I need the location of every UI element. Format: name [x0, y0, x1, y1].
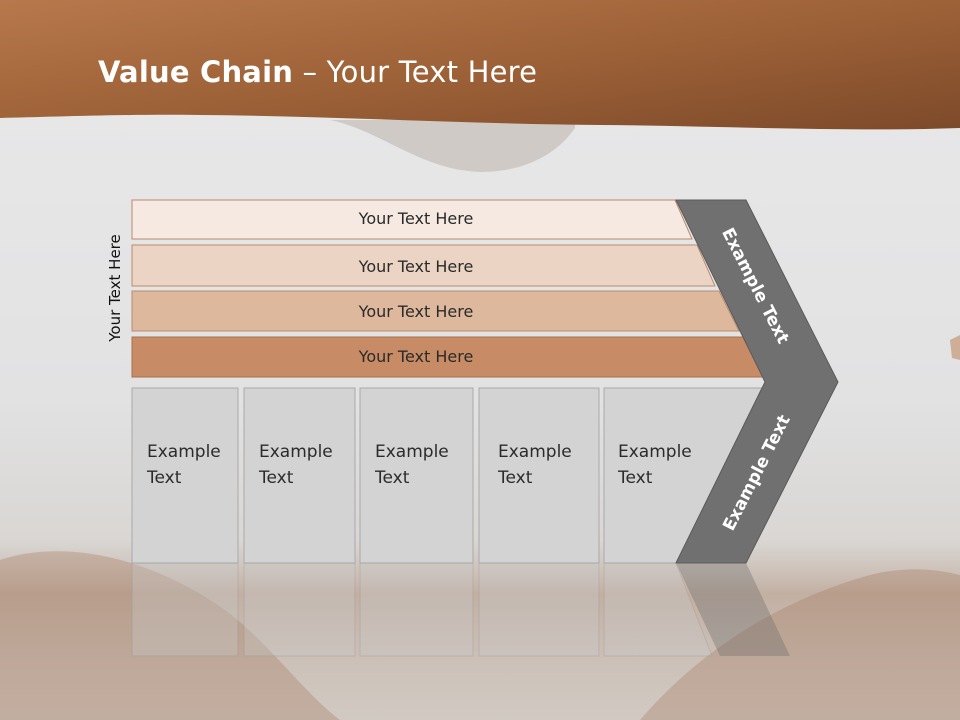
- band-3: [131, 290, 740, 332]
- column-4-line2: Text: [498, 468, 533, 488]
- column-1-line1: Example: [147, 442, 221, 462]
- band-2: [131, 244, 716, 287]
- column-1: [131, 387, 239, 564]
- band-4-label: Your Text Here: [358, 347, 474, 366]
- band-1-label: Your Text Here: [358, 209, 474, 228]
- column-5-line2: Text: [618, 468, 653, 488]
- title-bold: Value Chain: [98, 55, 294, 89]
- column-4-line1: Example: [498, 442, 572, 462]
- column-3: [359, 387, 474, 564]
- title-rest: – Your Text Here: [293, 55, 538, 89]
- reflection: [0, 563, 960, 720]
- reflection-art: [131, 563, 790, 657]
- column-1-line2: Text: [147, 468, 182, 488]
- band-2-label: Your Text Here: [358, 257, 474, 276]
- column-2-line2: Text: [259, 468, 294, 488]
- header-banner: [0, 0, 960, 130]
- band-3-label: Your Text Here: [358, 302, 474, 321]
- column-5-line1: Example: [618, 442, 692, 462]
- column-3-line1: Example: [375, 442, 449, 462]
- column-3-line2: Text: [375, 468, 410, 488]
- slide-title: Value Chain – Your Text Here: [98, 55, 537, 89]
- column-2-line1: Example: [259, 442, 333, 462]
- band-1: [131, 199, 693, 240]
- column-4: [478, 387, 600, 564]
- column-2: [243, 387, 356, 564]
- chevron-arrow: [675, 199, 839, 564]
